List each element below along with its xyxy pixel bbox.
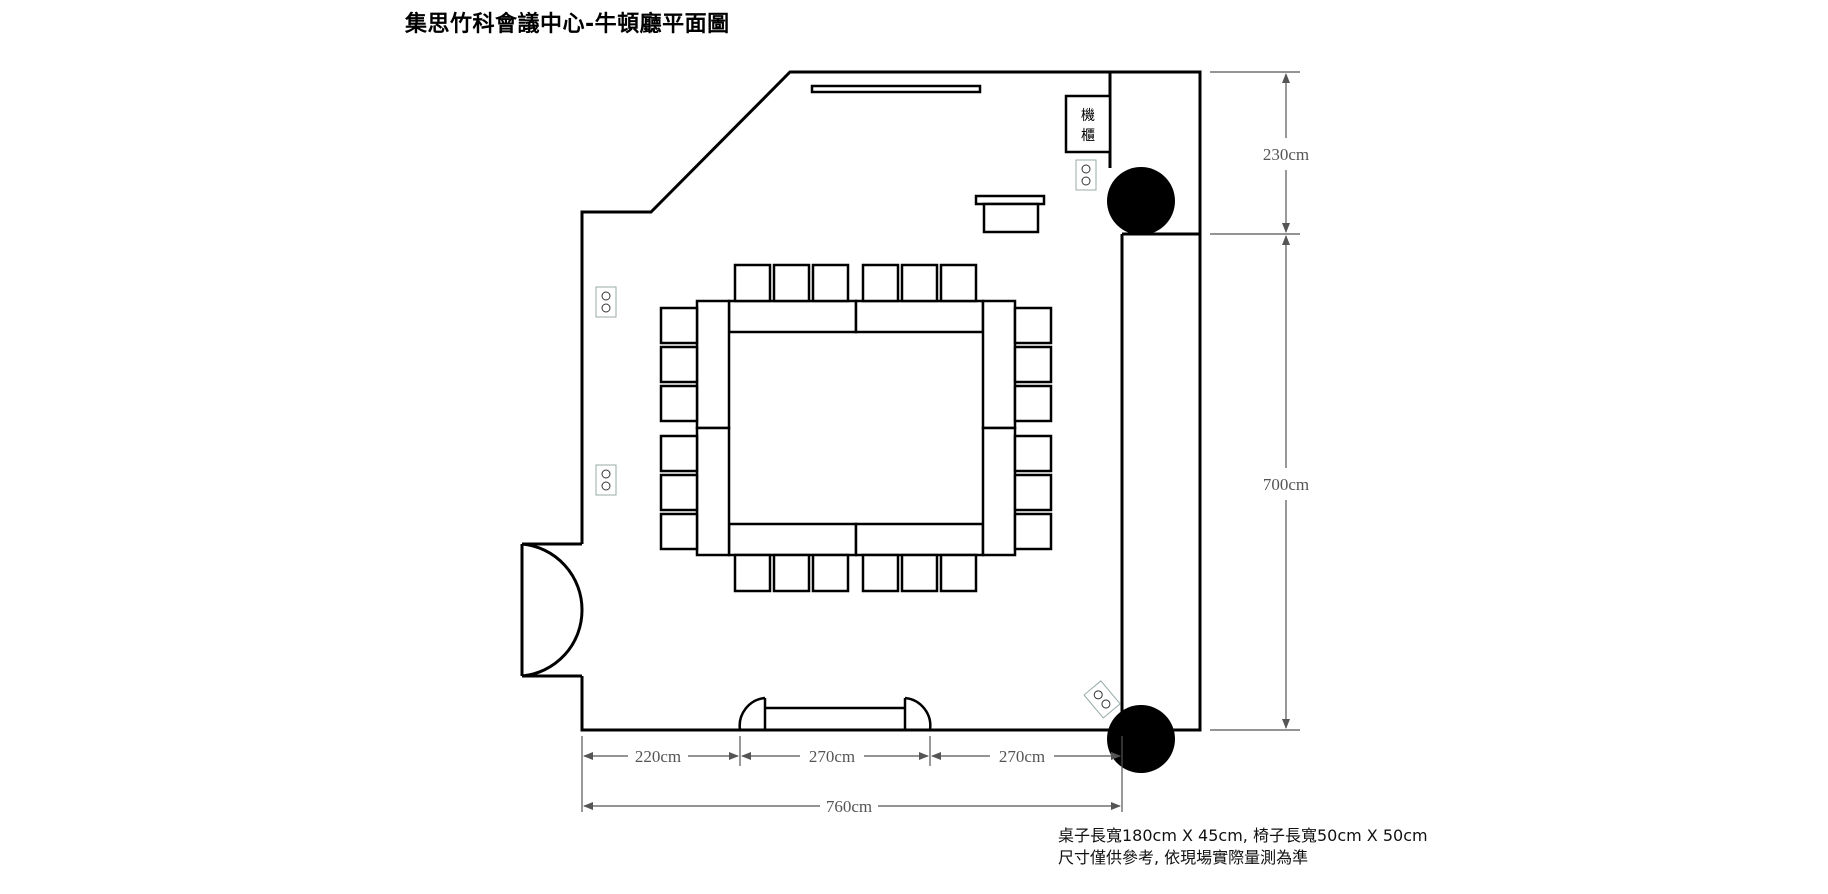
chair: [659, 434, 699, 473]
outlet-icon: [1083, 680, 1121, 719]
chair: [939, 553, 978, 593]
cabinet-label-line1: 機: [1081, 108, 1095, 124]
dimension-220cm: 220cm: [635, 747, 681, 766]
size-note: 桌子長寬180cm X 45cm, 椅子長寬50cm X 50cm: [1058, 826, 1428, 845]
chair: [733, 553, 772, 593]
chair: [659, 384, 699, 423]
chair: [861, 263, 900, 303]
dimension-230cm: 230cm: [1263, 145, 1309, 164]
left-double-door: [520, 542, 584, 678]
chair: [900, 263, 939, 303]
bottom-dimensions: [581, 736, 1123, 812]
chair: [811, 263, 850, 303]
chair: [659, 306, 699, 345]
bottom-door: [738, 696, 932, 731]
right-dimensions: [1210, 71, 1300, 731]
outlet-icon: [595, 464, 617, 496]
dimension-270cm-right: 270cm: [999, 747, 1045, 766]
chair: [900, 553, 939, 593]
chair: [939, 263, 978, 303]
page-title: 集思竹科會議中心-牛頓廳平面圖: [405, 12, 730, 37]
projection-screen: [810, 84, 982, 94]
column-bottom-right: [1107, 705, 1175, 773]
dimension-700cm: 700cm: [1263, 475, 1309, 494]
dimension-760cm: 760cm: [826, 797, 872, 816]
chair: [659, 512, 699, 551]
chair: [811, 553, 850, 593]
chair: [1013, 473, 1053, 512]
chair: [659, 345, 699, 384]
chair: [772, 553, 811, 593]
disclaimer-note: 尺寸僅供參考, 依現場實際量測為準: [1058, 848, 1309, 867]
chair: [1013, 384, 1053, 423]
equipment-cabinet: [1064, 94, 1112, 154]
column-top-right: [1107, 167, 1175, 235]
chairs: [659, 263, 1053, 593]
chair: [1013, 306, 1053, 345]
room-walls: [522, 70, 1202, 732]
chair: [659, 473, 699, 512]
podium: [974, 194, 1046, 234]
chair: [733, 263, 772, 303]
chair: [861, 553, 900, 593]
chair: [1013, 345, 1053, 384]
chair: [1013, 512, 1053, 551]
chair: [772, 263, 811, 303]
outlet-icon: [595, 286, 617, 318]
dimension-270cm-middle: 270cm: [809, 747, 855, 766]
conference-tables: [695, 299, 1017, 557]
cabinet-label-line2: 櫃: [1081, 128, 1095, 144]
chair: [1013, 434, 1053, 473]
outlet-icon: [1075, 159, 1097, 191]
